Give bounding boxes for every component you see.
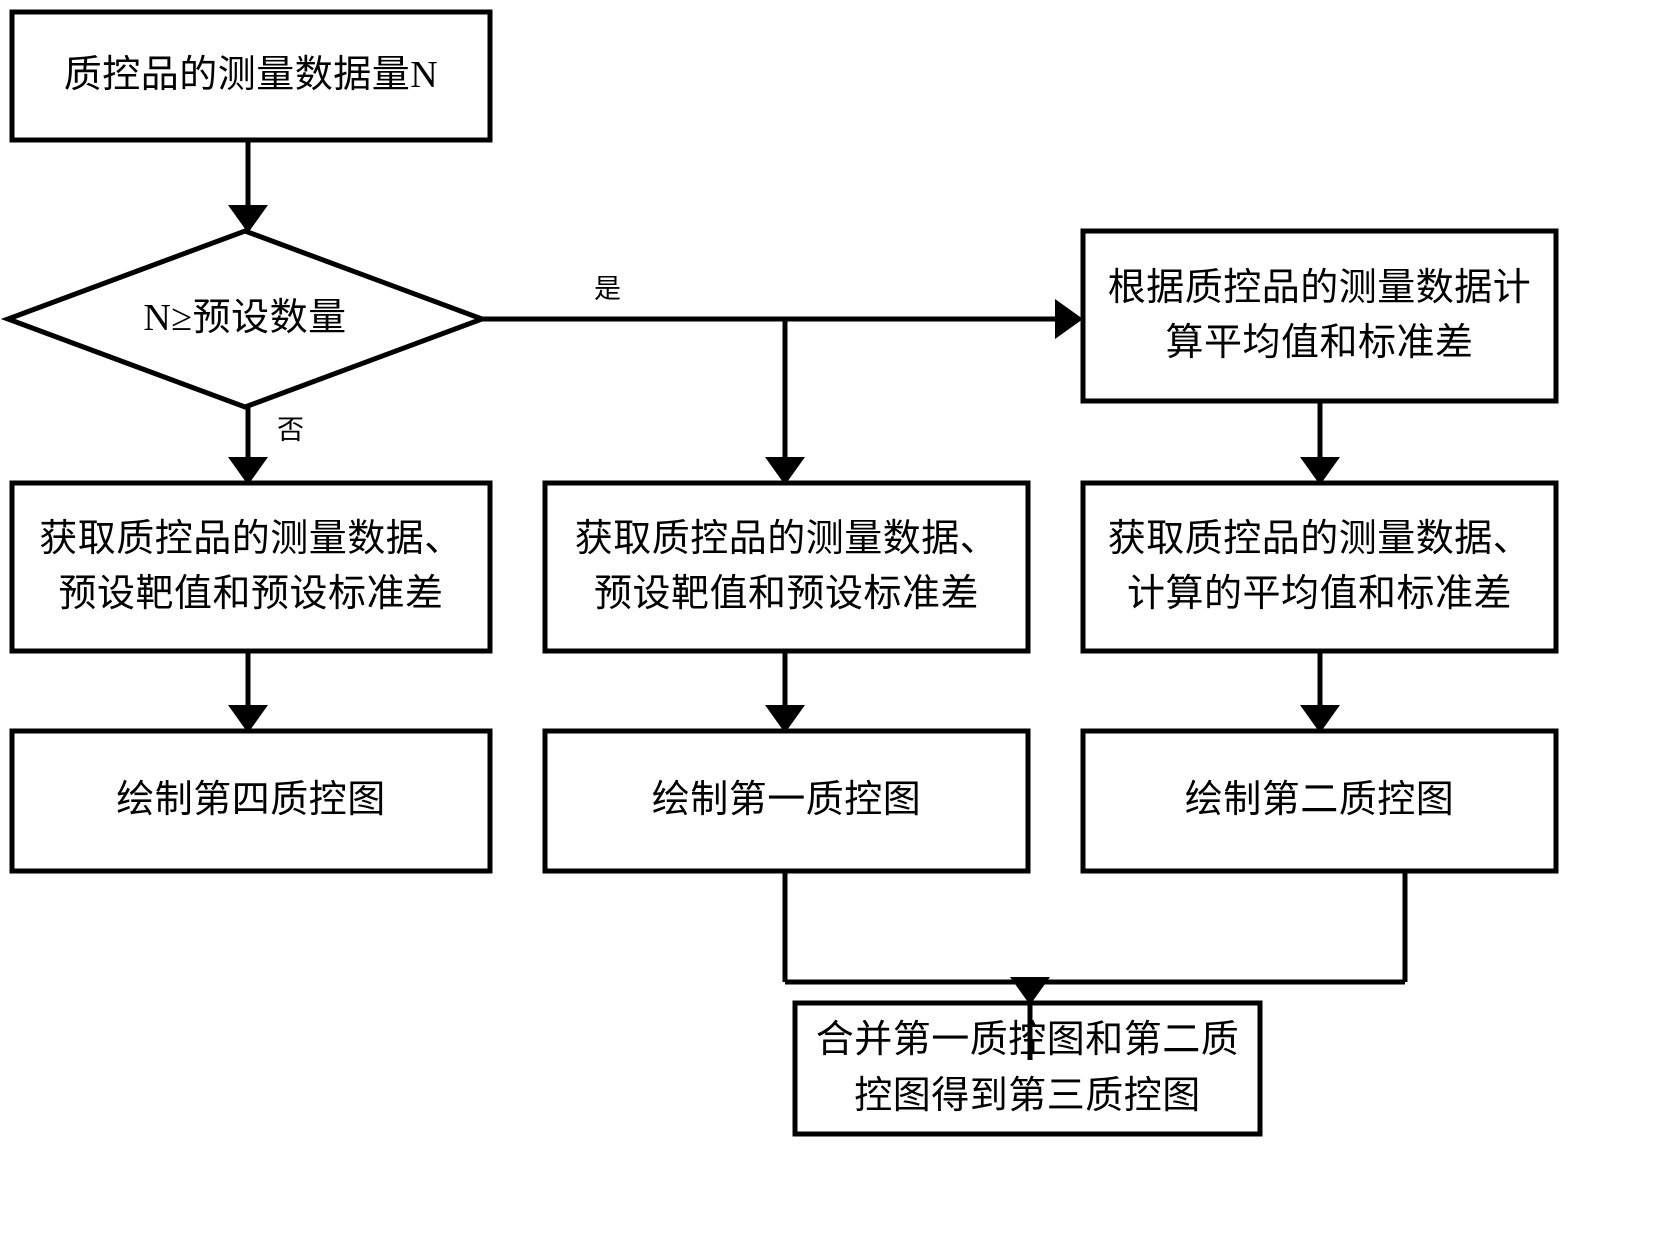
node-chart-second-shape[interactable]	[1080, 728, 1559, 874]
node-chart-first-shape[interactable]	[542, 728, 1031, 874]
arrow-head-icon	[228, 457, 268, 485]
edge-decision-yes-to-calc	[482, 299, 1083, 339]
edge-acquire-middle-to-chart-first	[765, 651, 805, 733]
node-start-shape[interactable]	[9, 9, 493, 143]
arrow-head-icon	[1010, 977, 1050, 1005]
node-decision-shape[interactable]	[0, 228, 490, 410]
edge-chart-first-to-merge	[782, 871, 1030, 985]
edge-yes-branch-to-acquire-middle	[765, 319, 805, 485]
arrow-head-icon	[1055, 299, 1083, 339]
node-chart-fourth-shape[interactable]	[9, 728, 493, 874]
arrow-head-icon	[1300, 705, 1340, 733]
node-acquire-middle-shape[interactable]	[542, 480, 1031, 654]
edge-decision-no-to-acquire-left	[228, 407, 268, 485]
node-acquire-right-shape[interactable]	[1080, 480, 1559, 654]
edge-acquire-left-to-chart-fourth	[228, 651, 268, 733]
edge-chart-second-to-merge	[1030, 871, 1408, 985]
node-calc-mean-sd-shape[interactable]	[1080, 228, 1559, 404]
arrow-head-icon	[765, 705, 805, 733]
edge-label-no: 否	[277, 415, 304, 445]
edge-label-yes: 是	[594, 274, 621, 304]
edge-acquire-right-to-chart-second	[1300, 651, 1340, 733]
arrow-head-icon	[228, 705, 268, 733]
arrow-head-icon	[228, 205, 268, 233]
arrow-head-icon	[765, 457, 805, 485]
arrow-head-icon	[1300, 457, 1340, 485]
edge-calc-to-acquire-right	[1300, 401, 1340, 485]
edge-start-to-decision	[228, 140, 268, 233]
node-acquire-left-shape[interactable]	[9, 480, 493, 654]
